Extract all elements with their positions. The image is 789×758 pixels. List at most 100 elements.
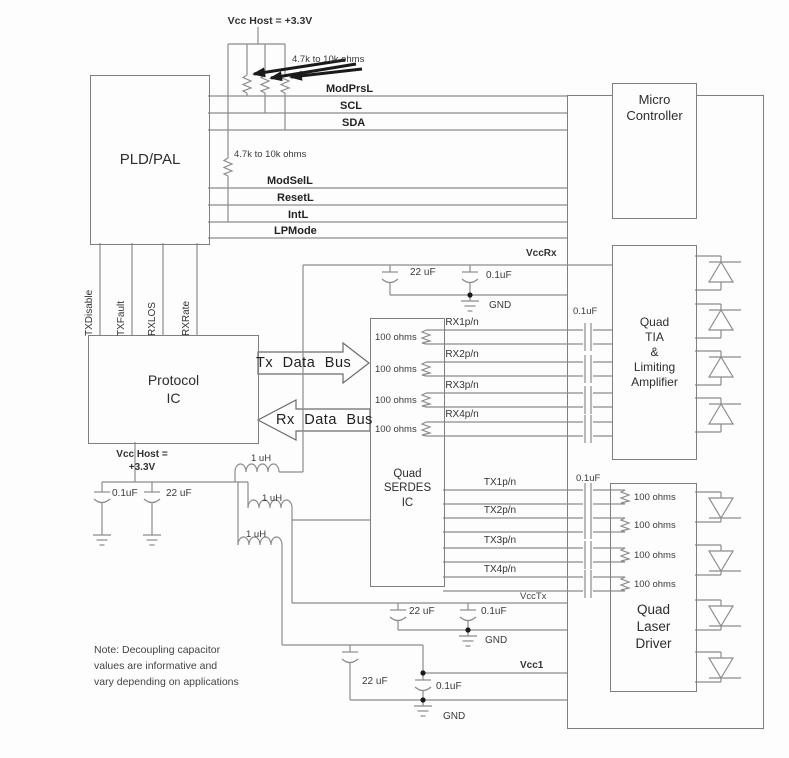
resistor-symbol [280, 74, 290, 94]
quad-laser-driver-label: Quad Laser Driver [635, 602, 672, 651]
vcc-host-left-line1: Vcc Host = [116, 449, 168, 460]
cap01-label-vccrx: 0.1uF [486, 270, 512, 281]
decoupling-note: Note: Decoupling capacitor values are in… [94, 644, 239, 688]
rx4-label: RX4p/n [445, 409, 479, 420]
cap22-label-vcc1: 22 uF [362, 676, 388, 687]
series-capacitor [584, 554, 592, 570]
series-capacitor [584, 354, 592, 370]
pld-pal-box: PLD/PAL [90, 75, 210, 245]
protocol-ic-box: Protocol IC [88, 335, 259, 444]
signal-label-rxrate: RXRate [181, 300, 192, 336]
quad-laser-driver-box: Quad Laser Driver [610, 483, 697, 692]
series-capacitor [584, 540, 592, 556]
tx1-label: TX1p/n [483, 477, 517, 488]
signal-label-modsell: ModSelL [267, 175, 313, 187]
inductor3-label: 1 uH [246, 529, 267, 540]
photodiode-symbol [708, 350, 742, 386]
tx2-termination-label: 100 ohms [634, 520, 676, 531]
signal-label-intl: IntL [288, 209, 309, 221]
gnd-label-rx: GND [489, 300, 512, 311]
quad-tia-label: Quad TIA & Limiting Amplifier [631, 315, 678, 389]
cap01-label-host: 0.1uF [112, 488, 138, 499]
signal-label-modprsl: ModPrsL [326, 83, 374, 95]
host-signal-lines [208, 95, 567, 239]
rx2-termination-label: 100 ohms [375, 364, 417, 375]
rx1-termination-label: 100 ohms [375, 332, 417, 343]
inductor-symbol [234, 463, 280, 473]
series-capacitor [584, 569, 592, 585]
vccrx-rail [102, 264, 612, 483]
photodiode-symbol [708, 397, 742, 433]
cap01-label-vcc1: 0.1uF [436, 681, 462, 692]
pullup-callout-arrows [252, 58, 363, 82]
ground-symbol [142, 534, 162, 546]
rx3-label: RX3p/n [445, 380, 479, 391]
laser-diode-symbol [708, 651, 742, 683]
data-bus-arrows [256, 341, 371, 441]
cap22-label-vccrx: 22 uF [410, 267, 436, 278]
pullup-range-label-2: 4.7k to 10k ohms [234, 149, 307, 160]
signal-label-scl: SCL [340, 100, 362, 112]
vcc-host-left-label: Vcc Host = +3.3V [103, 448, 181, 474]
photodiodes [695, 255, 742, 433]
rx3-termination-label: 100 ohms [375, 395, 417, 406]
series-capacitor [584, 524, 592, 540]
ground-symbol [460, 300, 480, 312]
tx1-termination-label: 100 ohms [634, 492, 676, 503]
tx-data-bus-label: Tx Data Bus [256, 355, 352, 371]
quad-serdes-box: Quad SERDES IC [370, 318, 445, 587]
quad-serdes-label: Quad SERDES IC [383, 468, 432, 509]
signal-label-sda: SDA [342, 117, 366, 129]
series-capacitor [584, 496, 592, 512]
cap22-label-host: 22 uF [166, 488, 192, 499]
cap22-label-vcctx: 22 uF [409, 606, 435, 617]
pullup-resistor-network [223, 27, 290, 222]
series-capacitor [584, 510, 592, 526]
tx3-termination-label: 100 ohms [634, 550, 676, 561]
series-capacitor [584, 385, 592, 401]
tx4-label: TX4p/n [483, 564, 517, 575]
photodiode-symbol [708, 255, 742, 291]
vccrx-label: VccRx [526, 248, 557, 259]
protocol-ic-label: Protocol IC [147, 372, 200, 406]
inductor1-label: 1 uH [251, 453, 272, 464]
tx-coupling-cap-label: 0.1uF [576, 473, 601, 484]
resistor-symbol [223, 157, 233, 177]
inductor2-label: 1 uH [262, 493, 283, 504]
signal-label-lpmode: LPMode [274, 225, 317, 237]
series-capacitor [584, 322, 592, 338]
cap01-label-vcctx: 0.1uF [481, 606, 507, 617]
tx-differential-pairs [443, 482, 630, 599]
laser-diode-symbol [708, 599, 742, 631]
pullup-range-label-1: 4.7k to 10k ohms [292, 54, 365, 65]
gnd-label-tx: GND [485, 635, 508, 646]
series-capacitor [584, 583, 592, 599]
rx4-termination-label: 100 ohms [375, 424, 417, 435]
micro-controller-label: Micro Controller [626, 92, 683, 124]
signal-label-resetl: ResetL [277, 192, 314, 204]
rx-data-bus-label: Rx Data Bus [276, 412, 373, 428]
laser-diode-symbol [708, 491, 742, 523]
tx-data-bus-arrow [257, 341, 370, 385]
signal-label-rxlos: RXLOS [147, 302, 158, 336]
vcc-host-left-line2: +3.3V [128, 462, 156, 473]
rx-coupling-cap-label: 0.1uF [573, 306, 598, 317]
resistor-symbol [260, 74, 270, 94]
vcc1-rail [237, 482, 567, 717]
rx-data-bus-arrow [256, 399, 371, 441]
gnd-label-vcc1: GND [443, 711, 466, 722]
rx-differential-pairs [421, 322, 612, 444]
vcc-host-top-label: Vcc Host = +3.3V [227, 15, 313, 27]
ground-symbol [458, 635, 478, 647]
vcctx-rail [247, 482, 567, 647]
series-capacitor [584, 336, 592, 352]
series-capacitor [584, 399, 592, 415]
laser-diode-symbol [708, 544, 742, 576]
laser-diodes [695, 491, 742, 683]
vcctx-label: VccTx [520, 591, 547, 602]
signal-label-txdisable: TXDisable [84, 289, 95, 336]
photodiode-symbol [708, 303, 742, 339]
vcc1-label: Vcc1 [520, 660, 544, 671]
